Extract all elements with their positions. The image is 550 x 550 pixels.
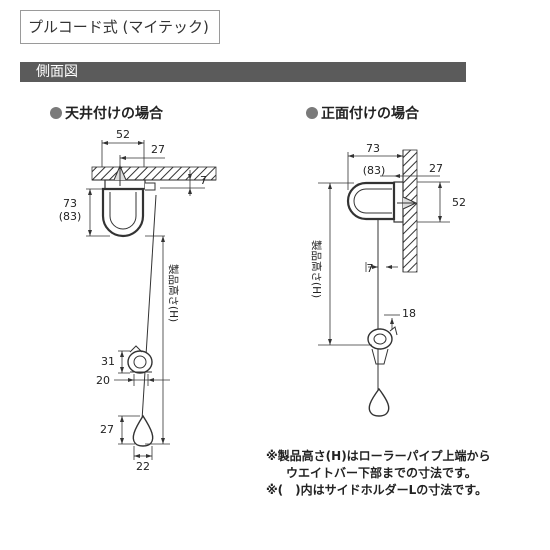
cord-holder [127,345,153,374]
ceiling-dim-weight-width: 22 [136,460,150,473]
page-title-text: プルコード式 (マイテック) [28,18,209,36]
wall-slab [402,149,418,273]
front-dim-height: 52 [452,196,466,209]
section-header-label: 側面図 [36,64,78,80]
front-dim-width: 73 [366,142,380,155]
front-mount-heading-text: 正面付けの場合 [321,106,419,122]
front-mount-heading: 正面付けの場合 [306,103,419,123]
ceiling-dim-cord-label: 製品高さ(H) [167,264,180,322]
footnote-line-3: ※( )内はサイドホルダーLの寸法です。 [266,483,488,497]
section-header: 側面図 [20,62,466,82]
front-cord-holder [367,326,398,365]
front-roller-housing-inner [353,188,392,214]
front-dim-holder: 18 [402,307,416,320]
ceiling-mount-diagram: 52 27 7 73 (83) 製品高さ(H) 31 20 27 22 [59,128,217,473]
footnote-line-2: ウエイトバー下部までの寸法です。 [286,466,477,480]
ceiling-dim-height-alt: (83) [59,210,82,223]
ceiling-dim-width: 52 [116,128,130,141]
ceiling-dim-offset: 27 [151,143,165,156]
front-dim-cord-label: 製品高さ(H) [310,240,323,298]
footnotes: ※製品高さ(H)はローラーパイプ上端から ウエイトバー下部までの寸法です。 ※(… [266,448,491,499]
pull-cord [141,194,157,421]
front-dim-gap: 7 [367,262,374,275]
roller-housing-inner [109,192,137,230]
bullet-icon [306,107,318,119]
ceiling-dim-side: 20 [96,374,110,387]
ceiling-mount-heading: 天井付けの場合 [50,103,163,123]
ceiling-slab [91,166,217,181]
front-dim-offset: 27 [429,162,443,175]
ceiling-dim-holder: 31 [101,355,115,368]
front-weight-bob [368,387,390,417]
page-title: プルコード式 (マイテック) [20,10,220,44]
ceiling-mount-heading-text: 天井付けの場合 [65,106,163,122]
front-roller-housing [346,181,396,221]
bullet-icon [50,107,62,119]
front-mount-diagram: 73 (83) 27 52 7 製品高さ(H) 18 [310,142,466,417]
front-dim-width-alt: (83) [363,164,386,177]
footnote-line-1: ※製品高さ(H)はローラーパイプ上端から [266,449,491,463]
weight-bob [132,414,154,447]
ceiling-dim-gap: 7 [200,174,207,187]
ceiling-dim-weight-height: 27 [100,423,114,436]
ceiling-dim-height: 73 [63,197,77,210]
